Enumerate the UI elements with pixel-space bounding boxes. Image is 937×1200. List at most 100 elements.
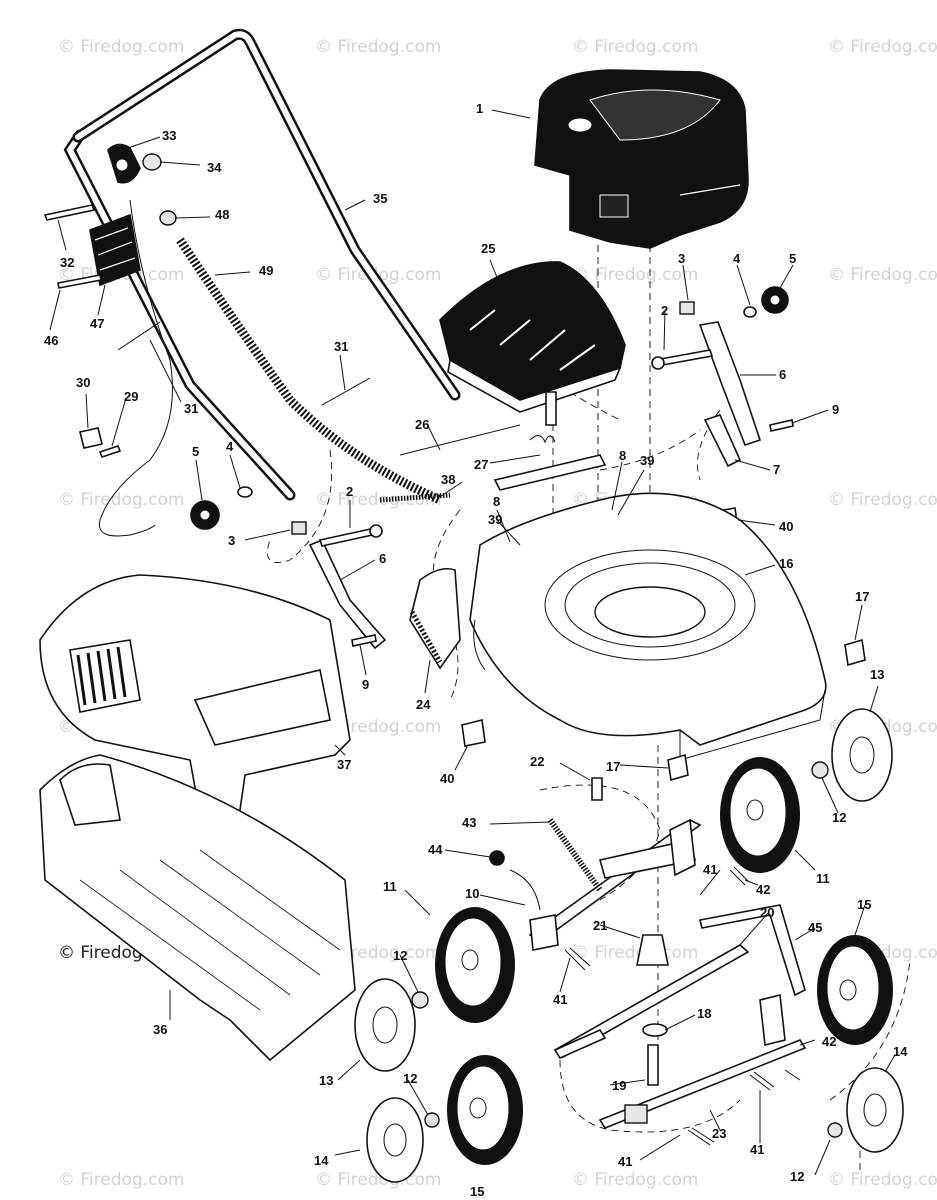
height-adjuster-left	[190, 486, 387, 650]
watermark: © Firedog.com	[58, 1170, 184, 1190]
watermark: © Firedog.com	[58, 490, 184, 510]
callout-label: 44	[428, 842, 443, 857]
callout-label: 47	[90, 316, 104, 331]
height-adjuster-right	[651, 286, 794, 468]
catcher-bag	[39, 754, 356, 1062]
callout-label: 12	[393, 948, 407, 963]
spring	[547, 818, 603, 892]
callout-label: 42	[756, 882, 770, 897]
watermark: © Firedog.com	[572, 1170, 698, 1190]
callout-label: 32	[60, 255, 74, 270]
callout-label: 12	[403, 1071, 417, 1086]
callout-label: 14	[314, 1153, 329, 1168]
callout-label: 41	[618, 1154, 632, 1169]
callout-label: 29	[124, 389, 138, 404]
callout-label: 16	[779, 556, 793, 571]
height-quadrant	[409, 567, 461, 670]
baffle	[439, 261, 626, 413]
bolt	[591, 777, 603, 801]
nut	[424, 1112, 440, 1128]
watermark: © Firedog.com	[572, 265, 698, 285]
callout-label: 38	[441, 472, 455, 487]
hubcap	[354, 978, 416, 1072]
clip	[667, 753, 689, 782]
callout-label: 2	[346, 484, 353, 499]
callout-label: 22	[530, 754, 544, 769]
callout-label: 19	[612, 1078, 626, 1093]
hubcap	[366, 1097, 424, 1183]
callout-label: 12	[832, 810, 846, 825]
watermark: © Firedog.com	[315, 490, 441, 510]
callout-label: 48	[215, 207, 229, 222]
nut	[811, 761, 829, 779]
callout-label: 4	[226, 439, 234, 454]
height-lever	[489, 850, 541, 911]
watermark: © Firedog.com	[572, 943, 698, 963]
callout-label: 24	[416, 697, 431, 712]
bolt	[43, 204, 96, 221]
screw	[98, 445, 122, 458]
callout-label: 41	[703, 862, 717, 877]
callout-label: 34	[207, 160, 222, 175]
callout-label: 31	[334, 339, 348, 354]
callout-label: 11	[383, 879, 397, 894]
hinge-bracket	[493, 454, 607, 491]
callout-label: 43	[462, 815, 476, 830]
rod	[321, 377, 371, 406]
callout-label: 8	[619, 448, 626, 463]
callout-label: 3	[678, 251, 685, 266]
callout-label: 33	[162, 128, 176, 143]
hubcap	[831, 708, 893, 802]
blade-bolt	[647, 1044, 659, 1086]
callout-label: 39	[640, 453, 654, 468]
rear-axle	[598, 904, 807, 1129]
callout-label: 6	[779, 367, 786, 382]
knob	[142, 153, 162, 171]
bushing	[159, 210, 177, 226]
callout-label: 10	[465, 886, 479, 901]
watermark: © Firedog.com	[58, 37, 184, 57]
wheel-left-front	[435, 907, 515, 1023]
wheel-right-front	[720, 757, 800, 873]
callout-label: 15	[857, 897, 871, 912]
watermark: © Firedog.com	[315, 37, 441, 57]
callout-label: 11	[816, 871, 830, 886]
cable-clip	[89, 213, 141, 287]
callout-label: 17	[855, 589, 869, 604]
callout-label: 9	[362, 677, 369, 692]
callout-label: 41	[750, 1142, 764, 1157]
watermark: © Firedog.com	[828, 37, 937, 57]
callout-label: 1	[476, 101, 483, 116]
watermark: © Firedog.com	[828, 265, 937, 285]
callout-label: 23	[712, 1126, 726, 1141]
clip	[79, 427, 103, 449]
callout-label: 2	[661, 303, 668, 318]
wheel-left-rear	[447, 1055, 523, 1165]
callout-label: 39	[488, 512, 502, 527]
callout-label: 15	[470, 1184, 484, 1199]
callout-label: 42	[822, 1034, 836, 1049]
spring-guard	[176, 237, 442, 505]
control-lever	[107, 143, 141, 184]
callout-label: 13	[870, 667, 884, 682]
callout-leaders	[49, 109, 896, 1176]
callout-label: 37	[337, 757, 351, 772]
hinge-rod	[399, 424, 521, 456]
callout-label: 21	[593, 918, 607, 933]
callout-label: 46	[44, 333, 58, 348]
callout-label: 35	[373, 191, 387, 206]
callout-label: 18	[697, 1006, 711, 1021]
hairpin-clips	[564, 866, 801, 1146]
callout-label: 5	[192, 444, 199, 459]
hubcap	[846, 1067, 904, 1153]
clip	[461, 719, 486, 747]
blade-adapter	[636, 934, 669, 966]
watermark: © Firedog.com	[828, 490, 937, 510]
callout-label: 9	[832, 402, 839, 417]
callout-label: 49	[259, 263, 273, 278]
watermark: © Firedog.com	[828, 1170, 937, 1190]
callout-label: 8	[493, 494, 500, 509]
callout-label: 13	[319, 1073, 333, 1088]
callout-label: 26	[415, 417, 429, 432]
